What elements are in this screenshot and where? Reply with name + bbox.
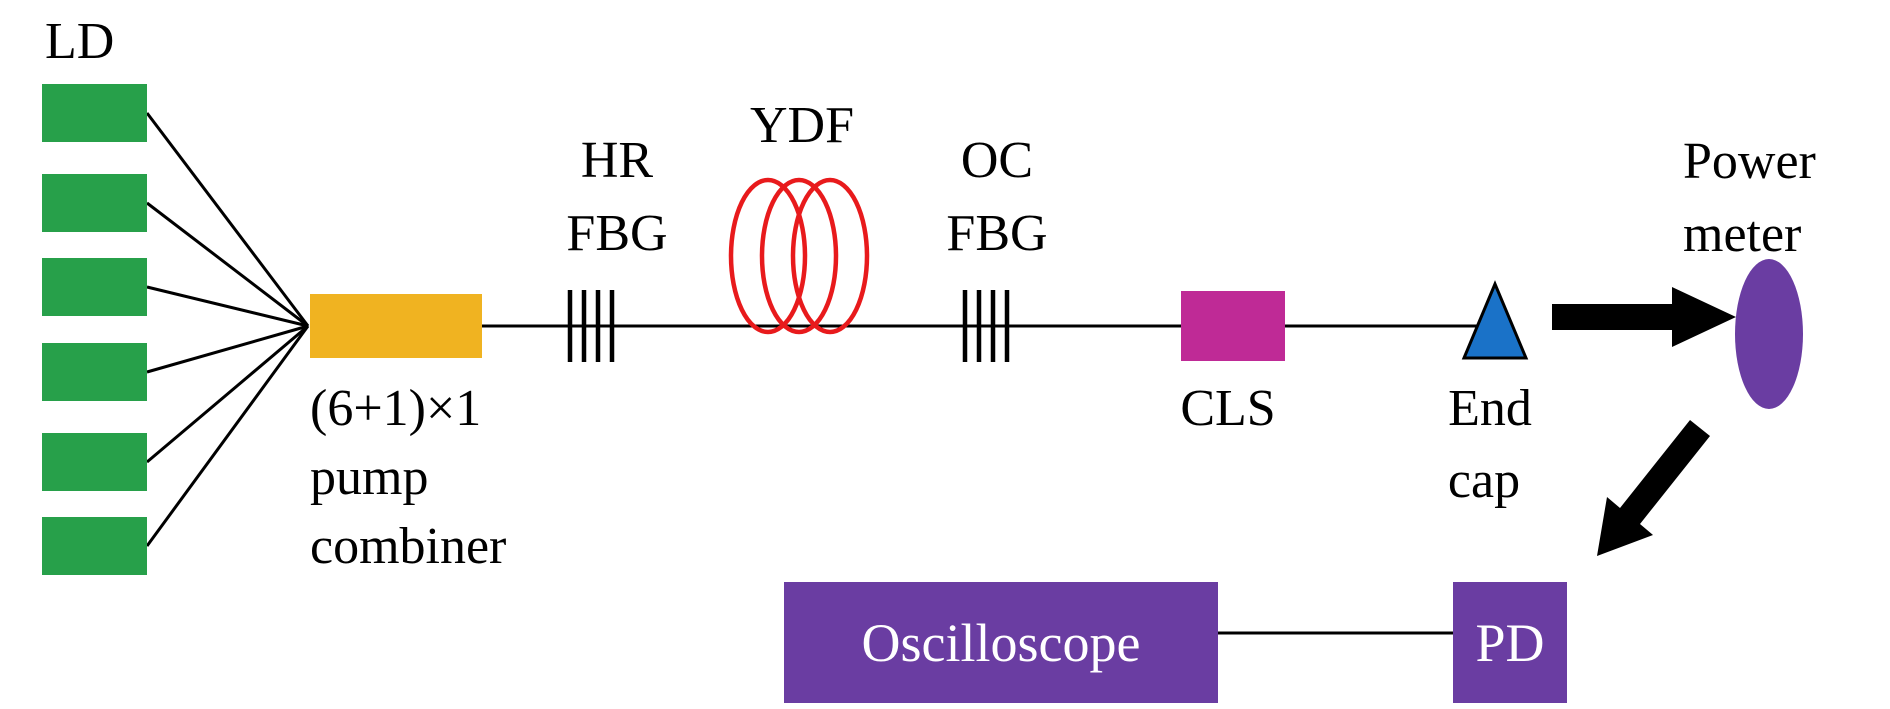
ydf-coil-ellipse-1 bbox=[728, 177, 808, 335]
ld-fan-line-4 bbox=[146, 324, 309, 374]
ld-rect-4 bbox=[42, 343, 147, 401]
ld-fan-lines bbox=[145, 112, 310, 547]
arrow-down-left bbox=[1597, 420, 1710, 556]
label-oc-line1: OC bbox=[961, 132, 1033, 189]
label-oscilloscope: Oscilloscope bbox=[862, 613, 1141, 673]
label-hr-line1: HR bbox=[581, 132, 654, 189]
label-end-cap-line2: cap bbox=[1448, 452, 1520, 509]
end-cap-triangle bbox=[1461, 280, 1529, 360]
label-ydf: YDF bbox=[750, 97, 854, 154]
label-pump-combiner-line2: pump bbox=[310, 449, 428, 506]
ld-fan-line-6 bbox=[145, 325, 310, 547]
label-power-meter-line1: Power bbox=[1683, 133, 1816, 190]
oc-fbg-grating bbox=[962, 290, 1010, 362]
ld-rect-3 bbox=[42, 258, 147, 316]
label-end-cap-line1: End bbox=[1448, 380, 1532, 437]
cls-rect bbox=[1181, 291, 1285, 361]
label-pump-combiner-line3: combiner bbox=[310, 518, 506, 575]
power-meter-ellipse bbox=[1735, 259, 1803, 409]
pump-combiner-rect bbox=[310, 294, 482, 358]
label-hr-line2: FBG bbox=[566, 205, 667, 262]
oscilloscope-rect bbox=[784, 582, 1218, 703]
label-pd: PD bbox=[1475, 613, 1544, 673]
label-cls: CLS bbox=[1180, 380, 1275, 437]
ld-rect-6 bbox=[42, 517, 147, 575]
label-power-meter-line2: meter bbox=[1683, 206, 1801, 263]
pd-rect bbox=[1453, 582, 1567, 703]
ld-fan-line-1 bbox=[145, 112, 310, 327]
arrow-right bbox=[1552, 287, 1736, 347]
label-pump-combiner-line1: (6+1)×1 bbox=[310, 380, 481, 437]
hr-fbg-grating bbox=[567, 290, 615, 362]
ld-fan-line-2 bbox=[146, 201, 309, 328]
label-ld: LD bbox=[45, 13, 114, 70]
ld-rect-5 bbox=[42, 433, 147, 491]
ydf-coil-ellipse-3 bbox=[790, 177, 870, 335]
ld-blocks bbox=[42, 84, 147, 575]
ld-fan-line-3 bbox=[146, 285, 309, 328]
ld-rect-1 bbox=[42, 84, 147, 142]
ld-rect-2 bbox=[42, 174, 147, 232]
label-oc-line2: FBG bbox=[946, 205, 1047, 262]
ld-fan-line-5 bbox=[146, 324, 309, 464]
ydf-coil bbox=[728, 177, 870, 335]
ydf-coil-ellipse-2 bbox=[759, 177, 839, 335]
